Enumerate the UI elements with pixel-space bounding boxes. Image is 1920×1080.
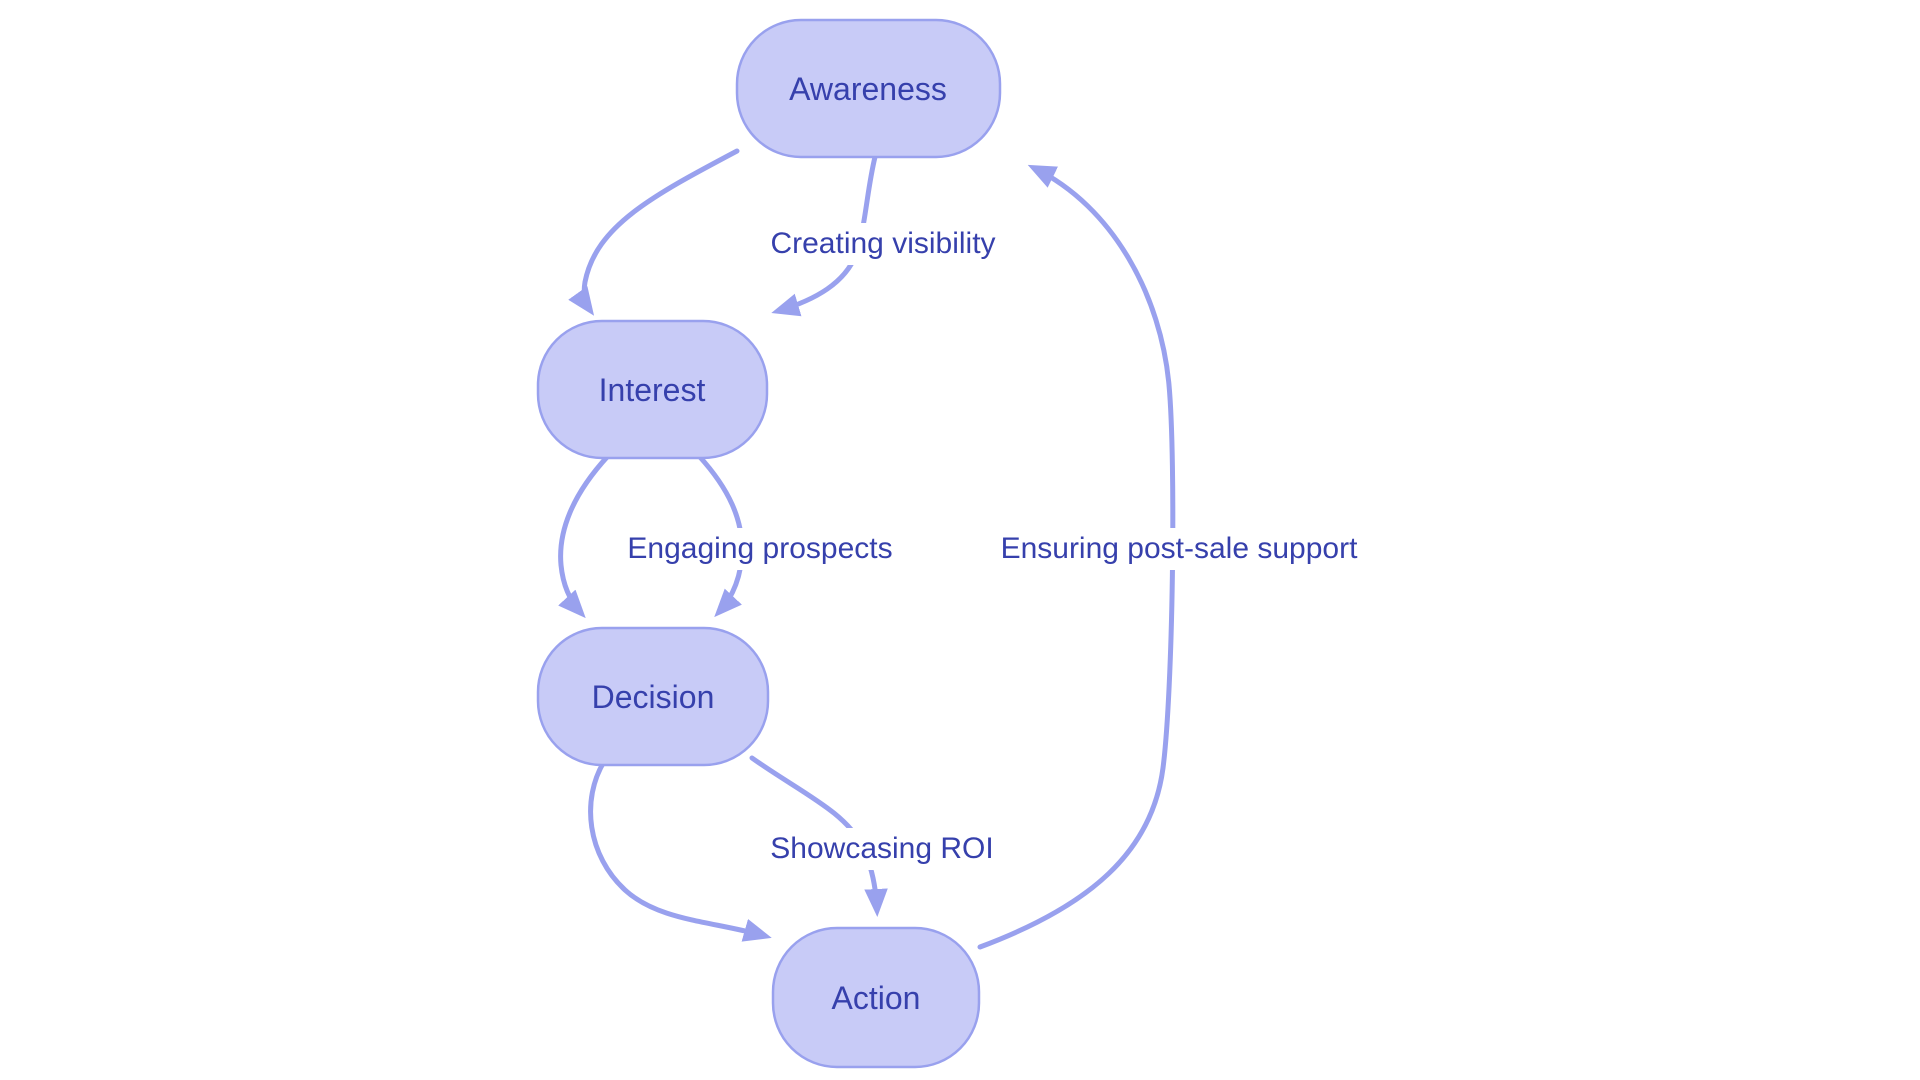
edge-label-creating-visibility: Creating visibility [761,223,1005,265]
edge-decision-to-action [588,757,772,942]
node-awareness [735,18,1002,159]
node-label-action: Action [831,979,921,1016]
node-label-awareness: Awareness [789,70,947,107]
node-label-decision: Decision [591,678,715,715]
edge-label-ensuring-post-sale-support: Ensuring post-sale support [991,528,1367,570]
node-label-interest: Interest [598,371,706,408]
edge-awareness-to-interest [568,148,740,316]
node-interest [536,319,769,460]
node-decision [536,626,770,767]
edge-interest-to-decision [558,453,611,619]
edge-label-engaging-prospects: Engaging prospects [618,528,902,570]
edge-label-showcasing-roi: Showcasing ROI [761,828,1003,870]
node-action [771,926,981,1069]
edge-action-to-awareness-labeled [977,164,1176,950]
